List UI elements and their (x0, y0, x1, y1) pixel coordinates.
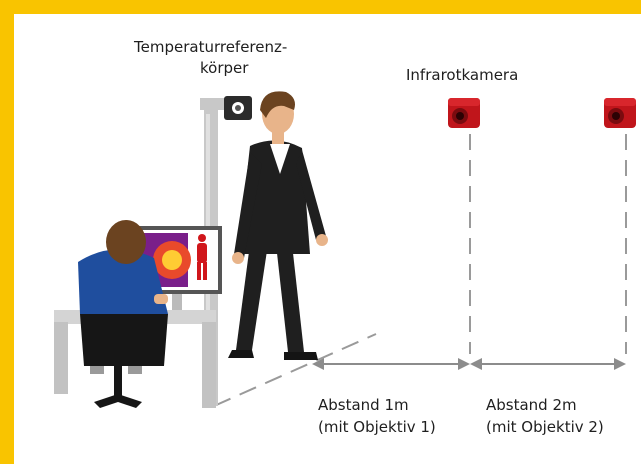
reference-body-label-line2: körper (200, 59, 249, 77)
human-silhouette-icon (197, 234, 207, 280)
reference-body-label-line1: Temperaturreferenz- (134, 38, 288, 56)
distance-arrow-1 (312, 358, 470, 370)
distance-1-label-line1: Abstand 1m (318, 396, 409, 414)
scene-illustration (54, 91, 636, 408)
diagram-panel: Temperaturreferenz- körper Infrarotkamer… (14, 14, 641, 464)
floor-line (213, 333, 377, 407)
infrared-camera-1 (448, 98, 480, 128)
walking-person (228, 91, 328, 360)
distance-2-label-line2: (mit Objektiv 2) (486, 418, 604, 436)
infrared-camera-2 (604, 98, 636, 128)
operator (78, 220, 168, 408)
distance-2-label-line1: Abstand 2m (486, 396, 577, 414)
reference-body-device (224, 96, 252, 120)
camera-label: Infrarotkamera (406, 66, 519, 84)
distance-arrow-2 (470, 358, 626, 370)
distance-1-label-line2: (mit Objektiv 1) (318, 418, 436, 436)
